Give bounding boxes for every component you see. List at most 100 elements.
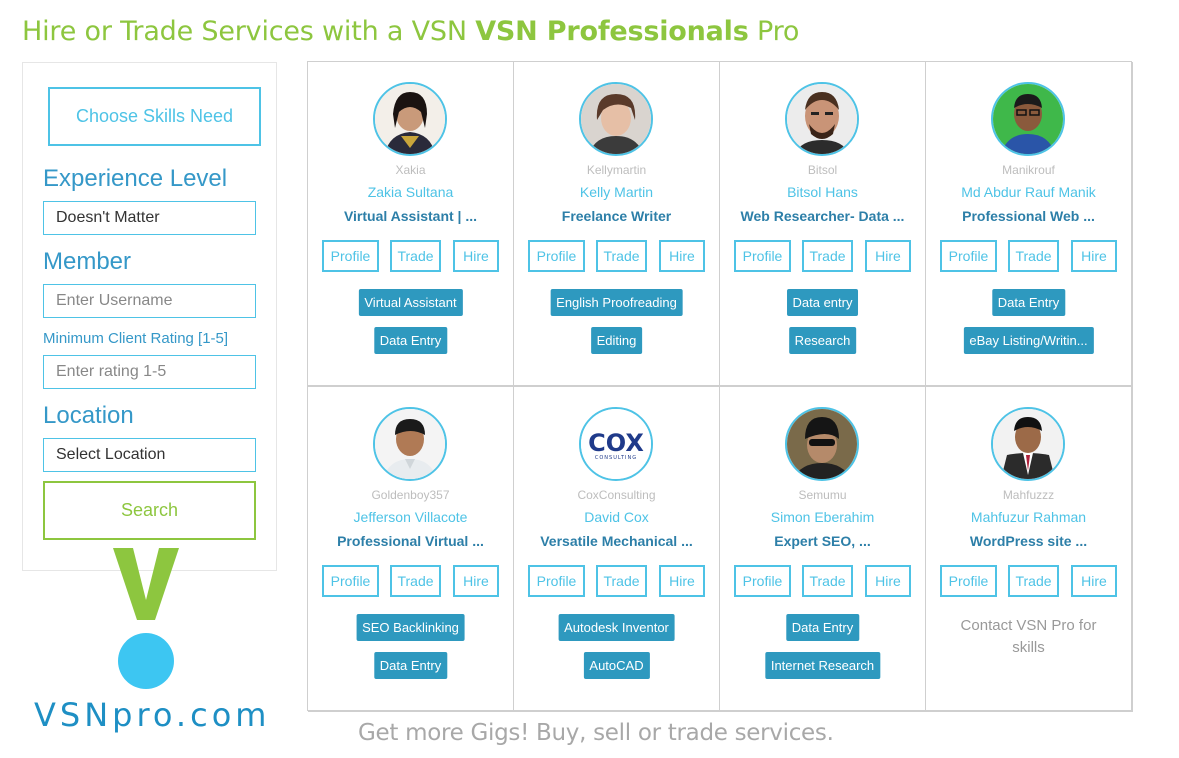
card-username: Mahfuzzz bbox=[1002, 488, 1055, 502]
avatar[interactable] bbox=[373, 407, 447, 481]
pro-card: Semumu Simon Eberahim Expert SEO, ... Pr… bbox=[720, 387, 927, 712]
card-fullname[interactable]: Kelly Martin bbox=[579, 184, 654, 200]
trade-button[interactable]: Trade bbox=[596, 565, 647, 597]
avatar[interactable] bbox=[991, 82, 1065, 156]
skill-tag[interactable]: AutoCAD bbox=[583, 652, 650, 679]
location-select-value: Select Location bbox=[56, 446, 166, 463]
skill-tag[interactable]: Autodesk Inventor bbox=[558, 614, 675, 641]
card-headline: Professional Virtual ... bbox=[337, 533, 484, 549]
choose-skills-button[interactable]: Choose Skills Need bbox=[48, 87, 261, 146]
skill-tag[interactable]: Data Entry bbox=[373, 327, 448, 354]
profile-button[interactable]: Profile bbox=[528, 565, 585, 597]
trade-button[interactable]: Trade bbox=[802, 565, 853, 597]
skill-tag[interactable]: Virtual Assistant bbox=[358, 289, 463, 316]
logo-dot bbox=[118, 633, 174, 689]
hire-button[interactable]: Hire bbox=[1071, 240, 1117, 272]
card-headline: Virtual Assistant | ... bbox=[343, 208, 478, 224]
card-username: Kellymartin bbox=[586, 163, 647, 177]
card-username: Bitsol bbox=[807, 163, 838, 177]
skill-tag[interactable]: Internet Research bbox=[764, 652, 881, 679]
card-headline: Versatile Mechanical ... bbox=[540, 533, 693, 549]
profile-button[interactable]: Profile bbox=[734, 565, 791, 597]
profile-button[interactable]: Profile bbox=[940, 240, 997, 272]
hire-button[interactable]: Hire bbox=[865, 565, 911, 597]
hire-button[interactable]: Hire bbox=[659, 240, 705, 272]
avatar[interactable] bbox=[991, 407, 1065, 481]
card-fullname[interactable]: Jefferson Villacote bbox=[353, 509, 468, 525]
skill-tag[interactable]: English Proofreading bbox=[550, 289, 683, 316]
avatar-image bbox=[787, 84, 857, 154]
logo-v-mark bbox=[113, 548, 179, 620]
pro-card: Mahfuzzz Mahfuzur Rahman WordPress site … bbox=[926, 387, 1133, 712]
rating-input[interactable]: Enter rating 1-5 bbox=[43, 355, 256, 389]
skill-tag[interactable]: Data entry bbox=[786, 289, 859, 316]
location-heading: Location bbox=[43, 402, 134, 429]
location-select[interactable]: Select Location bbox=[43, 438, 256, 472]
card-fullname[interactable]: Mahfuzur Rahman bbox=[970, 509, 1087, 525]
trade-button[interactable]: Trade bbox=[596, 240, 647, 272]
trade-button[interactable]: Trade bbox=[1008, 565, 1059, 597]
card-headline: Professional Web ... bbox=[962, 208, 1095, 224]
skill-tag[interactable]: Data Entry bbox=[785, 614, 860, 641]
hire-button[interactable]: Hire bbox=[453, 565, 499, 597]
avatar-image bbox=[993, 409, 1063, 479]
card-fullname[interactable]: Zakia Sultana bbox=[367, 184, 454, 200]
avatar-image bbox=[375, 409, 445, 479]
member-heading: Member bbox=[43, 248, 132, 275]
pro-card: Xakia Zakia Sultana Virtual Assistant | … bbox=[308, 62, 515, 387]
cox-logo-subtext: CONSULTING bbox=[595, 455, 637, 461]
hire-button[interactable]: Hire bbox=[659, 565, 705, 597]
pro-card: COX CONSULTING CoxConsulting David Cox V… bbox=[514, 387, 721, 712]
search-button[interactable]: Search bbox=[43, 481, 256, 540]
cox-consulting-logo: COX CONSULTING bbox=[581, 409, 651, 479]
title-prefix: Hire or Trade Services with a VSN bbox=[22, 16, 476, 47]
username-placeholder: Enter Username bbox=[56, 292, 173, 309]
skill-tag[interactable]: Data Entry bbox=[991, 289, 1066, 316]
avatar-image bbox=[787, 409, 857, 479]
avatar-image bbox=[581, 84, 651, 154]
card-headline: Web Researcher- Data ... bbox=[740, 208, 905, 224]
profile-button[interactable]: Profile bbox=[528, 240, 585, 272]
avatar[interactable]: COX CONSULTING bbox=[579, 407, 653, 481]
card-fullname[interactable]: Simon Eberahim bbox=[770, 509, 875, 525]
username-input[interactable]: Enter Username bbox=[43, 284, 256, 318]
hire-button[interactable]: Hire bbox=[1071, 565, 1117, 597]
avatar[interactable] bbox=[785, 82, 859, 156]
rating-label: Minimum Client Rating [1-5] bbox=[43, 330, 229, 347]
avatar[interactable] bbox=[579, 82, 653, 156]
card-username: Xakia bbox=[395, 163, 426, 177]
card-username: Manikrouf bbox=[1002, 163, 1055, 177]
profile-button[interactable]: Profile bbox=[322, 240, 379, 272]
card-fullname[interactable]: Md Abdur Rauf Manik bbox=[961, 184, 1096, 200]
avatar[interactable] bbox=[785, 407, 859, 481]
skill-tag[interactable]: eBay Listing/Writin... bbox=[963, 327, 1094, 354]
pro-card: Manikrouf Md Abdur Rauf Manik Profession… bbox=[926, 62, 1133, 387]
avatar[interactable] bbox=[373, 82, 447, 156]
card-username: Semumu bbox=[798, 488, 847, 502]
title-brand: VSN Professionals bbox=[475, 16, 749, 47]
trade-button[interactable]: Trade bbox=[1008, 240, 1059, 272]
profile-button[interactable]: Profile bbox=[322, 565, 379, 597]
card-username: CoxConsulting bbox=[577, 488, 656, 502]
experience-select-value: Doesn't Matter bbox=[56, 209, 160, 226]
card-headline: WordPress site ... bbox=[969, 533, 1088, 549]
hire-button[interactable]: Hire bbox=[865, 240, 911, 272]
hire-button[interactable]: Hire bbox=[453, 240, 499, 272]
skill-tag[interactable]: SEO Backlinking bbox=[356, 614, 465, 641]
contact-note: Contact VSN Pro for skills bbox=[960, 617, 1097, 656]
pro-card: Bitsol Bitsol Hans Web Researcher- Data … bbox=[720, 62, 927, 387]
skill-tag[interactable]: Research bbox=[788, 327, 857, 354]
skill-tag[interactable]: Editing bbox=[590, 327, 643, 354]
profile-button[interactable]: Profile bbox=[940, 565, 997, 597]
trade-button[interactable]: Trade bbox=[390, 565, 441, 597]
logo-text: VSNpro.com bbox=[34, 696, 271, 734]
card-fullname[interactable]: David Cox bbox=[584, 509, 649, 525]
page-title: Hire or Trade Services with a VSN VSN Pr… bbox=[22, 16, 799, 47]
profile-button[interactable]: Profile bbox=[734, 240, 791, 272]
experience-heading: Experience Level bbox=[43, 165, 228, 192]
skill-tag[interactable]: Data Entry bbox=[373, 652, 448, 679]
trade-button[interactable]: Trade bbox=[390, 240, 441, 272]
card-fullname[interactable]: Bitsol Hans bbox=[787, 184, 858, 200]
experience-select[interactable]: Doesn't Matter bbox=[43, 201, 256, 235]
trade-button[interactable]: Trade bbox=[802, 240, 853, 272]
